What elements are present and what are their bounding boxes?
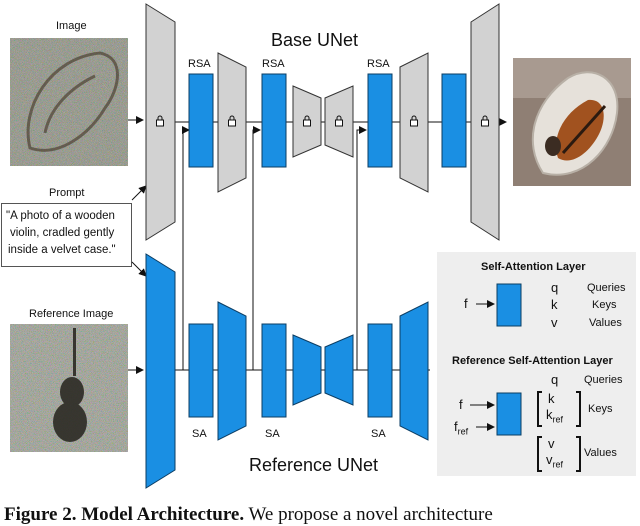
base-rsa-4	[441, 73, 467, 168]
prompt-label: Prompt	[49, 187, 85, 199]
sa-v-sym: v	[551, 315, 558, 330]
prompt-box: "A photo of a wooden violin, cradled gen…	[1, 203, 132, 267]
base-rsa-3	[367, 73, 393, 168]
v-bracket	[537, 436, 581, 472]
rsa-legend-block	[496, 392, 522, 436]
output-image	[513, 58, 631, 186]
base-rsa-2	[261, 73, 287, 168]
sa-k-name: Keys	[592, 299, 617, 311]
attention-legend-panel	[437, 252, 636, 476]
ref-sa-1	[188, 323, 214, 418]
base-unet-title: Base UNet	[271, 30, 359, 50]
ref-encoder-in	[145, 253, 176, 489]
prompt-arrow-ref	[131, 261, 147, 277]
k-bracket	[537, 391, 581, 427]
prompt-line-2: violin, cradled gently	[10, 227, 115, 239]
rsa-legend-title: Reference Self-Attention Layer	[452, 355, 613, 367]
rsa-input-fref: fref	[454, 419, 469, 437]
sa-v-name: Values	[589, 317, 622, 329]
reference-unet-title: Reference UNet	[249, 455, 379, 475]
sa-q-sym: q	[551, 280, 559, 295]
prompt-arrow-base	[131, 185, 147, 201]
sa-q-name: Queries	[587, 282, 626, 294]
base-rsa-1	[188, 73, 214, 168]
ref-down-1	[217, 301, 247, 441]
rsa-q-sym: q	[551, 372, 559, 387]
prompt-line-1: "A photo of a wooden	[6, 210, 115, 222]
rsa-v-ref: vref	[546, 452, 564, 470]
rsa-label-3: RSA	[367, 58, 390, 70]
rsa-label-2: RSA	[262, 58, 285, 70]
ref-up-1	[324, 334, 354, 406]
ref-sa-3	[367, 323, 393, 418]
ref-up-2	[399, 301, 429, 441]
sa-label-1: SA	[192, 428, 207, 440]
ref-to-base-links	[182, 126, 367, 370]
rsa-input-f: f	[459, 397, 463, 412]
ref-sa-2	[261, 323, 287, 418]
rsa-q-name: Queries	[584, 374, 623, 386]
rsa-v-name: Values	[584, 447, 617, 459]
sa-label-2: SA	[265, 428, 280, 440]
rsa-k-ref: kref	[546, 407, 564, 425]
reference-noisy-image	[10, 324, 128, 452]
sa-legend-title: Self-Attention Layer	[481, 261, 586, 273]
input-noisy-image	[10, 38, 128, 166]
prompt-line-3: inside a velvet case."	[8, 244, 116, 256]
rsa-k-name: Keys	[588, 403, 613, 415]
figure-caption: Figure 2. Model Architecture. We propose…	[4, 504, 493, 525]
sa-legend-block	[496, 283, 522, 327]
reference-image-label: Reference Image	[29, 308, 114, 320]
sa-label-3: SA	[371, 428, 386, 440]
rsa-k-sym: k	[548, 391, 555, 406]
rsa-v-sym: v	[548, 436, 555, 451]
image-label: Image	[56, 20, 87, 32]
sa-input-f: f	[464, 296, 468, 311]
rsa-label-1: RSA	[188, 58, 211, 70]
sa-k-sym: k	[551, 297, 558, 312]
ref-down-2	[292, 334, 322, 406]
